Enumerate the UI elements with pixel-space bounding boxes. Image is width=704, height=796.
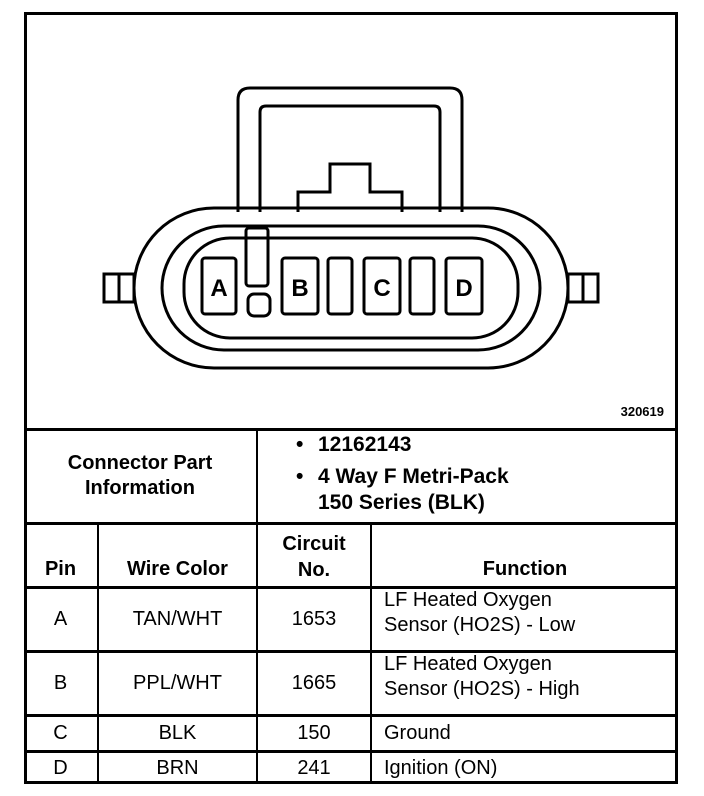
pin-cavity-c	[362, 256, 402, 316]
header-circuit-line2: No.	[297, 559, 331, 581]
column-divider-3	[370, 524, 372, 784]
row-b-function: LF Heated Oxygen Sensor (HO2S) - High	[372, 652, 678, 714]
divider-row-b	[24, 714, 678, 717]
connector-info-label-line2: Information	[85, 477, 195, 499]
row-b-function-line2: Sensor (HO2S) - High	[384, 678, 580, 700]
row-d-pin: D	[53, 756, 68, 779]
row-a-wire-color: TAN/WHT	[132, 607, 223, 630]
pin-cavity-d	[444, 256, 484, 316]
row-a-circuit: 1653	[291, 607, 337, 630]
row-a-function-line1: LF Heated Oxygen	[384, 589, 552, 611]
pin-label-d: D	[455, 275, 472, 302]
row-b-circuit: 1665	[291, 671, 337, 694]
row-d-circuit: 241	[297, 756, 331, 779]
divider-row-a	[24, 650, 678, 653]
pin-key-lower	[246, 292, 272, 318]
part-number-item: • 12162143	[296, 432, 509, 458]
divider-row-c	[24, 750, 678, 753]
description-line1: 4 Way F Metri-Pack	[318, 465, 509, 488]
part-number: 12162143	[318, 433, 412, 456]
pin-key-upper	[244, 226, 270, 288]
connector-info-label-line1: Connector Part	[67, 452, 213, 474]
header-wire-color: Wire Color	[127, 557, 228, 580]
column-divider-2	[256, 524, 258, 784]
header-function: Function	[482, 557, 568, 580]
pin-label-b: B	[291, 275, 308, 302]
connector-diagram: A B C D 320619	[24, 12, 678, 430]
row-b-wire-color: PPL/WHT	[133, 671, 222, 694]
row-a-function: LF Heated Oxygen Sensor (HO2S) - Low	[372, 588, 678, 650]
connector-face	[182, 236, 520, 340]
description-item-cont: 150 Series (BLK)	[296, 490, 509, 516]
connector-info-label: Connector Part Information	[24, 430, 256, 522]
connector-info-details: • 12162143 • 4 Way F Metri-Pack 150 Seri…	[296, 432, 509, 516]
connector-drawing: A B C D	[102, 86, 600, 370]
row-b-pin: B	[53, 671, 68, 694]
row-d-wire-color: BRN	[156, 756, 199, 779]
header-circuit: Circuit No.	[258, 528, 370, 586]
row-c-wire-color: BLK	[158, 721, 197, 744]
description-line2: 150 Series (BLK)	[318, 491, 485, 514]
pin-spacer-1	[326, 256, 354, 316]
row-b-function-line1: LF Heated Oxygen	[384, 653, 552, 675]
connector-body-inner	[160, 224, 542, 352]
row-a-function-line2: Sensor (HO2S) - Low	[384, 614, 576, 636]
row-a-pin: A	[53, 607, 68, 630]
bullet-icon: •	[296, 433, 304, 456]
lock-tab-slot	[296, 162, 404, 212]
lock-tab-inner	[258, 104, 442, 212]
pin-label-a: A	[210, 275, 227, 302]
row-c-function: Ground	[384, 721, 451, 744]
figure-id: 320619	[620, 404, 664, 419]
divider-header	[24, 586, 678, 589]
description-item: • 4 Way F Metri-Pack	[296, 464, 509, 490]
divider-info-vertical	[256, 430, 258, 524]
header-circuit-line1: Circuit	[282, 533, 346, 555]
header-pin: Pin	[44, 557, 77, 580]
divider-info	[24, 522, 678, 525]
row-c-circuit: 150	[297, 721, 331, 744]
page-frame	[24, 12, 678, 784]
row-d-function: Ignition (ON)	[384, 756, 498, 779]
pin-cavity-b	[280, 256, 320, 316]
bullet-icon: •	[296, 465, 304, 488]
divider-diagram	[24, 428, 678, 431]
row-c-pin: C	[53, 721, 68, 744]
column-divider-1	[97, 524, 99, 784]
pin-spacer-2	[408, 256, 436, 316]
pin-cavity-a	[200, 256, 238, 316]
pin-label-c: C	[373, 275, 390, 302]
lock-tab-outer	[236, 86, 464, 212]
